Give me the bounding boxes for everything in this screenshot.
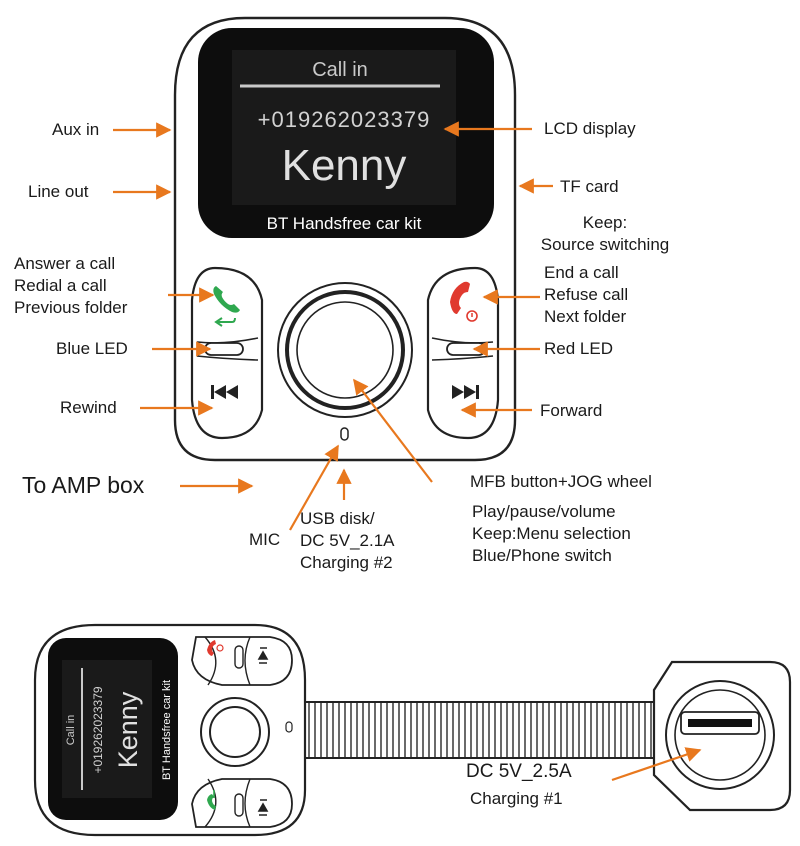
label-forward: Forward [540, 401, 603, 420]
screen-inner [232, 50, 456, 205]
screen-name: Kenny [282, 141, 407, 190]
side-screen-brand: BT Handsfree car kit [161, 680, 173, 780]
device-side: Call in +019262023379 Kenny BT Handsfree… [33, 623, 792, 837]
label-to-amp-box: To AMP box [22, 472, 145, 498]
callout-arrows [113, 121, 553, 531]
label-line-out: Line out [28, 182, 89, 201]
label-dc-main: DC 5V_2.5A [466, 761, 572, 782]
label-usb-disk: USB disk/ DC 5V_2.1A Charging #2 [300, 509, 395, 572]
label-keep-source: Keep: Source switching [540, 213, 670, 254]
usb-port-icon [680, 711, 760, 735]
label-mfb-functions: Play/pause/volume Keep:Menu selection Bl… [472, 502, 631, 565]
screen-title: Call in [312, 59, 368, 81]
label-aux-in: Aux in [52, 120, 100, 139]
label-lcd-display: LCD display [544, 119, 636, 138]
fast-forward-icon[interactable] [452, 385, 479, 399]
charging-arrow [611, 747, 702, 782]
device-front: Call in +019262023379 Kenny BT Handsfree… [173, 16, 517, 462]
label-blue-led: Blue LED [56, 339, 128, 358]
label-mfb: MFB button+JOG wheel [470, 472, 652, 491]
coiled-neck [304, 701, 656, 759]
side-screen-name: Kenny [113, 691, 143, 768]
screen-number: +019262023379 [258, 107, 431, 132]
rewind-icon[interactable] [211, 385, 238, 399]
jog-wheel[interactable] [277, 282, 413, 418]
label-red-led: Red LED [544, 339, 613, 358]
mic-hole [340, 427, 349, 441]
blue-led [204, 342, 244, 356]
label-rewind: Rewind [60, 398, 117, 417]
phone-answer-icon[interactable] [213, 286, 240, 327]
side-screen-title: Call in [65, 715, 77, 746]
side-screen-number: +019262023379 [91, 686, 105, 773]
label-tf-card: TF card [560, 177, 619, 196]
screen-brand: BT Handsfree car kit [267, 214, 422, 233]
label-end-call: End a call Refuse call Next folder [544, 263, 629, 326]
phone-hangup-icon[interactable] [450, 281, 478, 322]
label-answer-call: Answer a call Redial a call Previous fol… [14, 254, 128, 317]
label-charging-main: Charging #1 [470, 789, 563, 808]
label-mic: MIC [249, 530, 281, 549]
